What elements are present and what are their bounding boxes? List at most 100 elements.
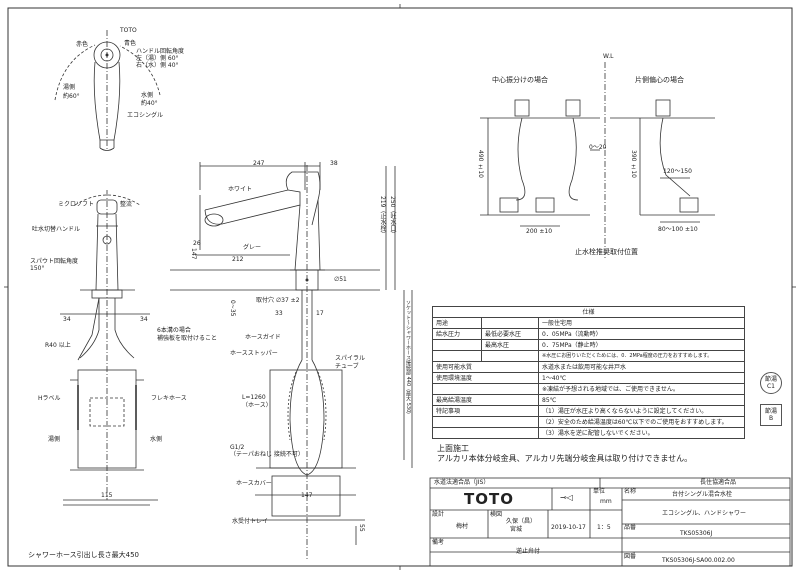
spec-value: 1～40℃ [538,372,745,384]
hose-stopper-label: ホースストッパー [230,350,278,357]
spec-key: 給水圧力 [432,328,482,340]
unit-value: mm [600,498,612,505]
dim-120-150: 120～150 [663,168,692,175]
blue-color-label: 青色 [124,40,137,47]
hole-note-2: 補強板を取付けること [157,335,218,342]
gray-label: グレー [243,244,262,251]
water-side-mark: 水側 [150,436,163,443]
spec-row: ※凍結が予想される地域では、ご使用できません。 [432,383,745,395]
spec-key [432,350,482,362]
spec-key: 使用可能水質 [432,361,539,373]
dim-390: 390 ±10 [630,150,637,178]
spec-value: （3）湯水を逆に配管しないでください。 [538,427,745,439]
dim-51: ∅51 [334,276,347,283]
spec-row: ※水圧にお困りいただくためには、0．2MPa程度の圧力をおすすめします。 [432,350,745,362]
model-number: TKS05306J [680,530,713,537]
hole-note-1: 6本溝の場合 [157,327,191,334]
spout-angle-title: スパウト回転角度 [30,258,79,265]
hot-side-mark: 湯側 [48,436,61,443]
center-case-title: 中心振分けの場合 [492,76,548,84]
jis-label: 水道法適合品（JIS） [434,479,490,486]
hose-guide-label: ホースガイド [245,334,281,341]
eco-single-label: エコシングル [127,112,164,119]
spec-key: 用途 [432,317,482,329]
spec-subkey [481,317,539,329]
spec-value: （1）湯圧が水圧より高くならないように設定してください。 [538,405,745,417]
model-label: 品番 [624,524,637,531]
dim-147: 147 [190,248,197,260]
spec-value: 0．05MPa（流動時） [538,328,745,340]
red-color-label: 赤色 [76,41,89,48]
drain-tray-label: 水受付トレイ [232,518,269,525]
spec-row: 用途 一般住宅用 [432,317,745,329]
spec-value: ※水圧にお困りいただくためには、0．2MPa程度の圧力をおすすめします。 [538,350,745,362]
dim-247: 247 [253,160,265,167]
toto-logo: TOTO [464,490,514,508]
water-side-angle: 約40° [141,100,158,107]
design-label: 設計 [432,511,445,518]
spec-key [432,339,482,351]
spec-row: 使用可能水質 水道水または飲用可能な井戸水 [432,361,745,373]
stamp-c1-top: 節湯 [764,376,777,383]
projection-symbol-icon: ⊸◁ [560,493,573,502]
spec-value: ※凍結が予想される地域では、ご使用できません。 [538,383,745,395]
dim-200: 200 ±10 [526,228,553,235]
hot-side-label: 湯側 [63,84,76,91]
spec-title: 仕様 [432,306,745,318]
hose-length-sub: （ホース） [242,402,272,409]
stop-handle-label: 吐水切替ハンドル [32,226,81,233]
install-note-title: 上面施工 [437,444,469,453]
install-note-body: アルカリ本体分岐金具、アルカリ先端分岐金具は取り付けできません。 [437,454,693,463]
recommend-title: 止水栓推奨取付位置 [575,248,638,256]
drawing-scale: 1：5 [597,524,611,531]
water-saving-c1-stamp: 節湯 C1 [760,372,782,394]
micro-soft-label: ミクロソフト [58,201,95,208]
wl-label: W.L [603,53,614,60]
dim-147b: 147 [301,492,313,499]
check-name-1: 久保（昌） [506,518,537,525]
dim-33: 33 [275,310,283,317]
design-name: 梅村 [456,523,469,530]
spec-row: 最高水圧 0．75MPa（静止時） [432,339,745,351]
check-label: 検図 [490,511,503,518]
drawing-no: TKS05306J-SA00.002.00 [662,557,735,564]
thread-label: G1/2 [230,444,245,451]
water-side-label: 水側 [141,92,154,99]
dim-219: 219（止水栓） [379,196,386,238]
spec-table: 仕様 用途 一般住宅用 給水圧力 最低必要水圧 0．05MPa（流動時） 最高水… [432,306,745,439]
product-name-1: 台付シングル混合水栓 [672,491,733,498]
dim-55: 55 [358,524,365,532]
spec-subkey [481,350,539,362]
notes-label: 備考 [432,539,445,546]
drawing-date: 2019-10-17 [551,524,586,531]
spec-key [432,383,539,395]
dim-0-20: 0～20 [589,144,607,151]
hose-cover-label: ホースカバー [236,480,272,487]
spec-row: 使用環境温度 1～40℃ [432,372,745,384]
stamp-b-top: 節湯 [764,408,777,415]
spec-key [432,416,539,428]
dim-490: 490 ±10 [477,150,484,178]
handle-angle-right: 右（水）側 40° [136,62,179,69]
spec-key: 最高給湯温度 [432,394,539,406]
dim-17: 17 [316,310,324,317]
spec-value: 0．75MPa（静止時） [538,339,745,351]
spec-key: 使用環境温度 [432,372,539,384]
long-life-label: 長住協適合品 [700,479,737,486]
water-saving-b-stamp: 節湯 B [760,404,782,426]
spec-value: （2）安全のため給湯温度は60℃以下でのご使用をおすすめします。 [538,416,745,428]
dim-212: 212 [232,256,244,263]
dim-34-left: 34 [63,316,71,323]
spec-key: 特記事項 [432,405,539,417]
dim-26: 26 [193,240,201,247]
thread-note: （テーパおねじ 接続不可） [230,451,304,458]
dim-34-right: 34 [140,316,148,323]
flex-hose-label: フレキホース [151,395,187,402]
hose-pullout-note: シャワーホース引出し長さ最大450 [28,551,140,559]
handle-angle-left: 左（湯）側 60° [136,55,179,62]
spec-subkey: 最低必要水圧 [481,328,539,340]
white-label: ホワイト [228,186,253,193]
dim-115: 115 [101,492,113,499]
spec-row: （2）安全のため給湯温度は60℃以下でのご使用をおすすめします。 [432,416,745,428]
